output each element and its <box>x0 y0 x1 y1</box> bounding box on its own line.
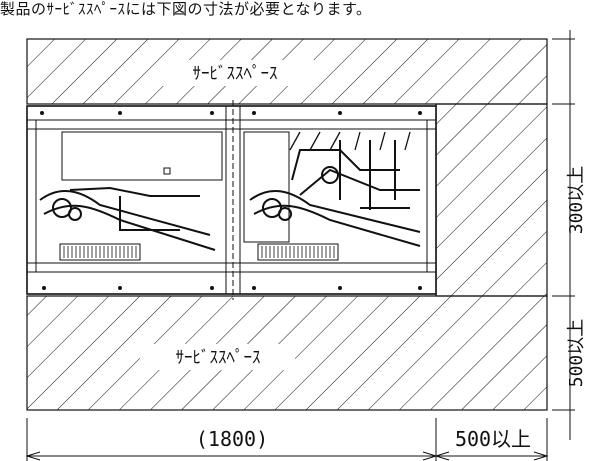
right-service-zone <box>435 103 548 297</box>
right-clearance-dimension: 500以上 <box>455 427 531 451</box>
unit-width-dimension: (1800) <box>196 427 268 451</box>
equipment-unit <box>26 100 437 300</box>
bottom-service-zone <box>26 295 548 411</box>
top-zone-label: ｻｰﾋﾞｽｽﾍﾟｰｽ <box>193 64 278 84</box>
caption-text: 製品のｻｰﾋﾞｽｽﾍﾟｰｽには下図の寸法が必要となります。 <box>0 0 372 18</box>
bottom-zone-label: ｻｰﾋﾞｽｽﾍﾟｰｽ <box>176 348 261 368</box>
horizontal-dimension-lines <box>25 418 549 461</box>
bottom-clearance-dimension: 500以上 <box>566 319 587 388</box>
vertical-dimension-lines <box>552 30 575 440</box>
top-clearance-dimension: 300以上 <box>566 166 587 235</box>
